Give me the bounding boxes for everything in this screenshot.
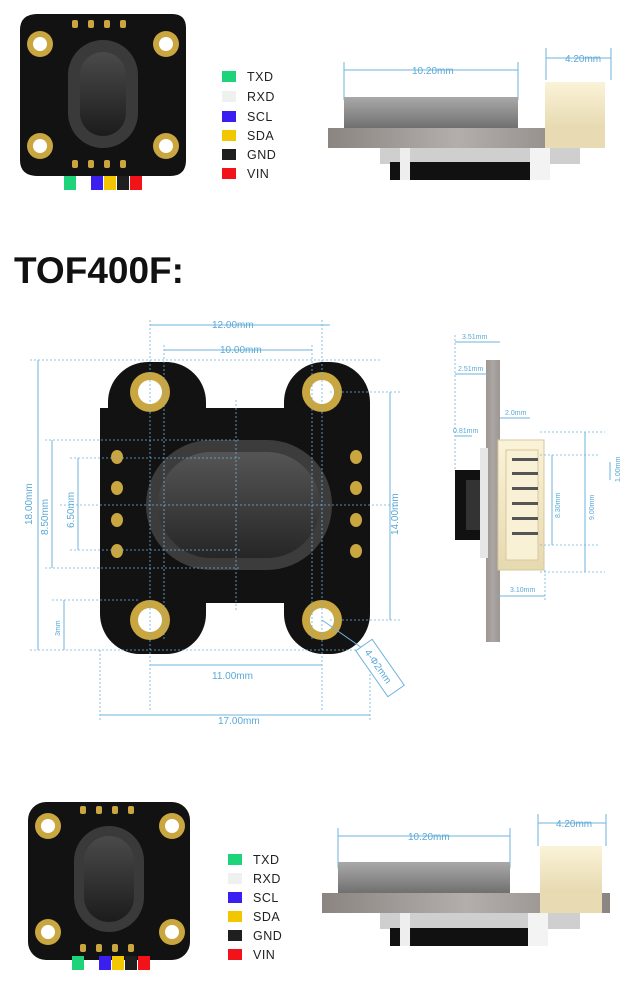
dim-0-81: 0.81mm — [453, 428, 478, 435]
wire-color-strip — [64, 176, 142, 190]
dim-10-20-top: 10.20mm — [412, 66, 454, 77]
dim-2-0: 2.0mm — [505, 410, 527, 417]
legend-txd: TXD — [253, 853, 280, 867]
pin-legend-top: TXD RXD SCL SDA GND VIN — [222, 70, 276, 181]
dim-11-00: 11.00mm — [212, 671, 253, 682]
mounting-hole-icon — [27, 31, 179, 159]
dim-3mm: 3mm — [55, 620, 62, 636]
dim-18-00: 18.00mm — [24, 483, 35, 525]
legend-scl: SCL — [247, 110, 273, 124]
dim-6-50: 6.50mm — [66, 492, 77, 528]
dimension-drawing-front: 12.00mm 10.00mm 18.00mm 8.50mm 6.50mm 3m… — [24, 320, 405, 727]
legend-rxd: RXD — [253, 872, 281, 886]
legend-txd: TXD — [247, 70, 274, 84]
legend-gnd: GND — [247, 148, 276, 162]
lens-icon — [80, 52, 126, 136]
legend-sda: SDA — [253, 910, 280, 924]
lens-icon — [158, 452, 320, 558]
page-title: TOF400F: — [14, 250, 184, 291]
legend-sda: SDA — [247, 129, 274, 143]
pin-pads — [72, 20, 126, 168]
legend-rxd: RXD — [247, 90, 275, 104]
legend-scl: SCL — [253, 891, 279, 905]
pin-pads — [80, 806, 134, 952]
dim-8-30: 8.30mm — [555, 493, 562, 518]
legend-gnd: GND — [253, 929, 282, 943]
dim-10-20-bottom: 10.20mm — [408, 832, 450, 843]
legend-vin: VIN — [247, 167, 269, 181]
side-view-bottom: 10.20mm 4.20mm — [322, 814, 610, 946]
dim-9-00: 9.00mm — [589, 495, 596, 520]
top-board-view — [20, 14, 186, 190]
dimension-drawing-side: 3.51mm 2.51mm 2.0mm 0.81mm 8.30mm 9.00mm… — [453, 334, 622, 642]
legend-vin: VIN — [253, 948, 275, 962]
dim-4-20-bottom: 4.20mm — [556, 819, 592, 830]
dim-1-00: 1.00mm — [615, 457, 622, 482]
wire-color-strip — [72, 956, 150, 970]
dim-17-00: 17.00mm — [218, 716, 260, 727]
dim-3-10: 3.10mm — [510, 587, 535, 594]
dim-14-00: 14.00mm — [390, 493, 401, 535]
dim-10-00: 10.00mm — [220, 345, 262, 356]
lens-icon — [84, 836, 134, 922]
dim-12-00: 12.00mm — [212, 320, 254, 331]
dim-8-50: 8.50mm — [40, 499, 51, 535]
dim-2-51: 2.51mm — [458, 366, 483, 373]
dim-4-20-top: 4.20mm — [565, 54, 601, 65]
mounting-hole-icon — [35, 813, 185, 945]
side-view-top: 10.20mm 4.20mm — [328, 48, 612, 180]
pin-legend-bottom: TXD RXD SCL SDA GND VIN — [228, 853, 282, 962]
dim-3-51: 3.51mm — [462, 334, 487, 341]
pin-pads — [111, 450, 362, 558]
bottom-board-view — [28, 802, 190, 970]
